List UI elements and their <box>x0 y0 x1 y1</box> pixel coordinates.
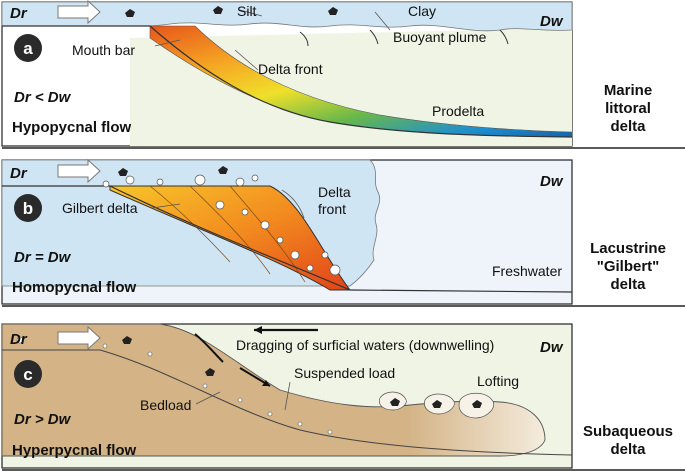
dr-label: Dr <box>10 5 28 22</box>
flow-type: Hypopycnal flow <box>12 119 132 136</box>
sea-water <box>130 28 572 146</box>
downwelling-arrow-icon <box>194 333 224 363</box>
lofting-label: Lofting <box>477 373 519 389</box>
sediment-particle-icon <box>328 7 338 15</box>
panel-a: a Dr Dw Silt Clay Buoyant plume Mouth ba… <box>1 0 573 147</box>
svg-text:delta: delta <box>610 276 646 293</box>
svg-text:"Gilbert": "Gilbert" <box>597 258 660 275</box>
panel-badge <box>14 194 42 222</box>
settling-arrow-icon <box>499 29 509 45</box>
bedload-clasts <box>16 336 333 435</box>
bedload-label: Bedload <box>140 397 191 413</box>
panel-badge-label: b <box>23 199 33 218</box>
silt-label: Silt <box>237 3 257 19</box>
sediment-particle-icon <box>125 9 135 17</box>
panel-badge <box>14 360 42 388</box>
clay-label: Clay <box>408 3 436 19</box>
freshwater-label: Freshwater <box>492 263 562 279</box>
panel-badge <box>14 34 42 62</box>
river-arrow-icon <box>57 158 101 184</box>
svg-text:Subaqueous: Subaqueous <box>583 423 673 440</box>
sediment-particle-icon <box>218 166 228 174</box>
svg-text:delta: delta <box>610 118 646 135</box>
svg-text:littoral: littoral <box>605 100 651 117</box>
flow-arrow-icon <box>281 189 305 219</box>
settling-arrow-icon <box>299 31 309 47</box>
panel-b: b Dr Dw Gilbert delta Delta front Freshw… <box>1 158 573 305</box>
delta-front-label: Delta <box>318 184 351 200</box>
river-arrow-icon <box>57 0 101 25</box>
sediment-particle-icon <box>390 398 400 406</box>
panel-badge-label: a <box>23 39 33 58</box>
delta-front-label-2: front <box>318 201 346 217</box>
mouth-bar-label: Mouth bar <box>72 42 135 58</box>
sediment-particle-icon <box>118 168 128 176</box>
gilbert-delta-label: Gilbert delta <box>62 200 138 216</box>
svg-text:Marine: Marine <box>604 82 652 99</box>
dw-label: Dw <box>540 13 564 30</box>
delta-front-label: Delta front <box>258 61 323 77</box>
suspended-load-label: Suspended load <box>294 365 395 381</box>
gravel-clasts <box>102 174 341 276</box>
panel-b-side-title: Lacustrine "Gilbert" delta <box>590 240 666 293</box>
dw-label: Dw <box>540 173 564 190</box>
svg-text:delta: delta <box>610 441 646 458</box>
density-relation: Dr < Dw <box>14 89 72 106</box>
settling-arrow-icon <box>369 29 379 45</box>
flow-type: Hyperpycnal flow <box>12 442 137 459</box>
sediment-particle-icon <box>213 6 223 14</box>
prodelta-label: Prodelta <box>432 103 484 119</box>
sediment-particle-icon <box>432 400 442 408</box>
river-arrow-icon <box>57 325 101 351</box>
dr-label: Dr <box>10 165 28 182</box>
dr-label: Dr <box>10 331 28 348</box>
sediment-particle-icon <box>205 368 215 376</box>
gilbert-wedge <box>109 185 351 291</box>
buoyant-plume-label: Buoyant plume <box>393 29 487 45</box>
panel-badge-label: c <box>23 365 32 384</box>
sediment-particle-icon <box>122 336 132 344</box>
panel-c: c Dr Dw Dragging of surficial waters (do… <box>1 323 573 469</box>
svg-text:Lacustrine: Lacustrine <box>590 240 666 257</box>
dragging-label: Dragging of surficial waters (downwellin… <box>236 337 494 353</box>
panel-a-side-title: Marine littoral delta <box>604 82 652 135</box>
sediment-particle-icon <box>472 400 482 408</box>
flow-type: Homopycnal flow <box>12 279 137 296</box>
panel-c-side-title: Subaqueous delta <box>583 423 673 458</box>
dw-label: Dw <box>540 339 564 356</box>
density-relation: Dr > Dw <box>14 411 72 428</box>
density-relation: Dr = Dw <box>14 249 72 266</box>
